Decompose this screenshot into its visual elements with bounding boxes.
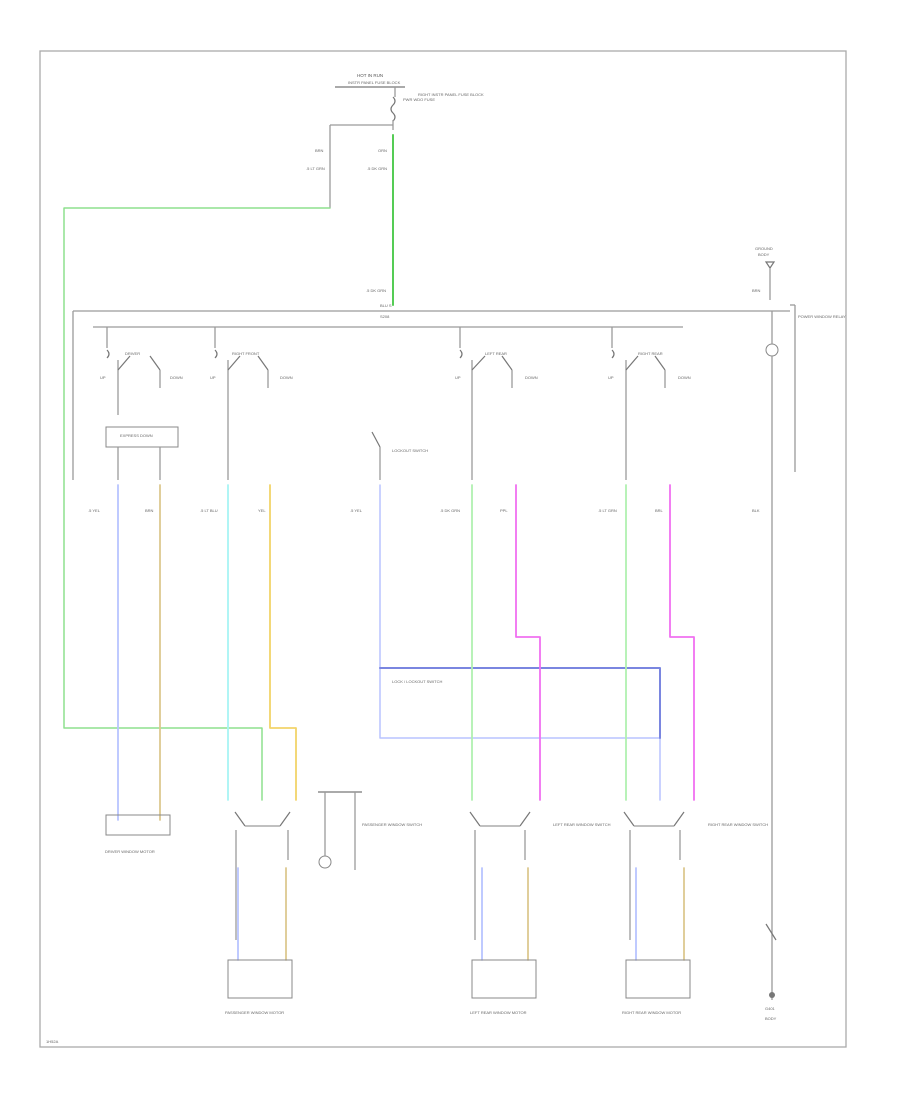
svg-text:RIGHT FRONT: RIGHT FRONT [232,351,260,356]
wire-lr-pink [515,484,541,801]
svg-text:BLU S: BLU S [380,303,392,308]
circuit-breaker-top-right: GROUND BODY BRN POWER WINDOW RELAY [752,246,846,1000]
wire-rr-pink [669,484,695,801]
lockout-switch: LOCKOUT SWITCH [371,431,428,480]
wire-lockout-blue [379,484,661,801]
left-rear-window-switch: LEFT REAR UP DOWN [455,327,538,480]
svg-text:UP: UP [455,375,461,380]
svg-text:DRIVER: DRIVER [125,351,140,356]
svg-text:PASSENGER WINDOW MOTOR: PASSENGER WINDOW MOTOR [225,1010,284,1015]
right-rear-window-switch: RIGHT REAR UP DOWN [608,327,691,480]
svg-text:RIGHT REAR: RIGHT REAR [638,351,663,356]
lockout-relay: PASSENGER WINDOW SWITCH [318,791,422,870]
svg-text:.5 DK GRN: .5 DK GRN [367,166,387,171]
svg-text:DOWN: DOWN [678,375,691,380]
svg-text:DOWN: DOWN [170,375,183,380]
svg-text:.5 LT GRN: .5 LT GRN [306,166,325,171]
svg-text:.5 YEL: .5 YEL [88,508,101,513]
svg-text:LEFT REAR WINDOW SWITCH: LEFT REAR WINDOW SWITCH [553,822,611,827]
svg-text:PASSENGER WINDOW SWITCH: PASSENGER WINDOW SWITCH [362,822,422,827]
wire-lockout-blue-bus [379,667,661,739]
svg-text:BLK: BLK [752,508,760,513]
svg-text:.5 LT BLU: .5 LT BLU [200,508,218,513]
svg-text:BRN: BRN [752,288,761,293]
svg-text:PPL: PPL [500,508,508,513]
circuit-breaker-icon [765,343,779,357]
svg-text:UP: UP [100,375,106,380]
right-front-window-switch: RIGHT FRONT UP DOWN [210,327,293,480]
svg-text:.5 YEL: .5 YEL [350,508,363,513]
driver-window-switch: DRIVER UP DOWN EXPRESS DOWN [100,327,183,480]
ground-bottom-right: G401 BODY [765,923,777,1021]
svg-text:YEL: YEL [258,508,266,513]
green-wire-left-feed [63,207,331,801]
express-down-module [105,426,179,448]
svg-text:LOCK / LOCKOUT SWITCH: LOCK / LOCKOUT SWITCH [392,679,442,684]
svg-text:BRL: BRL [655,508,664,513]
driver-window-motor-connector: DRIVER WINDOW MOTOR [105,814,171,854]
right-rear-window-motor: RIGHT REAR WINDOW MOTOR [622,959,691,1015]
svg-text:EXPRESS DOWN: EXPRESS DOWN [120,433,153,438]
top-power-source: HOT IN RUN INSTR PANEL FUSE BLOCK PWR WD… [330,73,484,130]
svg-text:DOWN: DOWN [280,375,293,380]
svg-text:LEFT REAR: LEFT REAR [485,351,507,356]
svg-text:ORN: ORN [378,148,387,153]
left-rear-window-motor: LEFT REAR WINDOW MOTOR [470,959,537,1015]
right-rear-switch-lower: RIGHT REAR WINDOW SWITCH [623,811,768,940]
top-source-sub-label: INSTR PANEL FUSE BLOCK [348,80,401,85]
passenger-window-motor: PASSENGER WINDOW MOTOR [225,959,293,1015]
diagram-frame [39,50,847,1048]
svg-text:S208: S208 [380,314,390,319]
svg-text:BRN: BRN [145,508,154,513]
svg-text:.5 DK GRN: .5 DK GRN [440,508,460,513]
connector-labels-row: .5 YEL BRN .5 LT BLU YEL .5 YEL .5 DK GR… [88,508,760,513]
svg-text:.5 LT GRN: .5 LT GRN [598,508,617,513]
fuse-desc: RIGHT INSTR PANEL FUSE BLOCK [418,92,484,97]
svg-text:G401: G401 [765,1006,776,1011]
fuse-label: PWR WDO FUSE [403,97,435,102]
svg-text:BRN: BRN [315,148,324,153]
svg-text:DOWN: DOWN [525,375,538,380]
svg-text:RIGHT REAR WINDOW SWITCH: RIGHT REAR WINDOW SWITCH [708,822,768,827]
svg-text:UP: UP [210,375,216,380]
wire-rf-yellow [269,484,297,801]
svg-text:DRIVER WINDOW MOTOR: DRIVER WINDOW MOTOR [105,849,155,854]
svg-text:UP: UP [608,375,614,380]
svg-text:LOCKOUT SWITCH: LOCKOUT SWITCH [392,448,428,453]
ground-top-sub: BODY [758,252,770,257]
svg-text:.5 DK GRN: .5 DK GRN [366,288,386,293]
passenger-window-switch-lower [234,811,291,940]
top-source-label: HOT IN RUN [357,73,383,78]
power-relay-label: POWER WINDOW RELAY [798,314,846,319]
footer-code: 1H52A [46,1039,59,1044]
svg-text:LEFT REAR WINDOW MOTOR: LEFT REAR WINDOW MOTOR [470,1010,527,1015]
ground-top-label: GROUND [755,246,773,251]
left-rear-switch-lower: LEFT REAR WINDOW SWITCH [469,811,611,940]
svg-text:RIGHT REAR WINDOW MOTOR: RIGHT REAR WINDOW MOTOR [622,1010,681,1015]
svg-text:BODY: BODY [765,1016,777,1021]
